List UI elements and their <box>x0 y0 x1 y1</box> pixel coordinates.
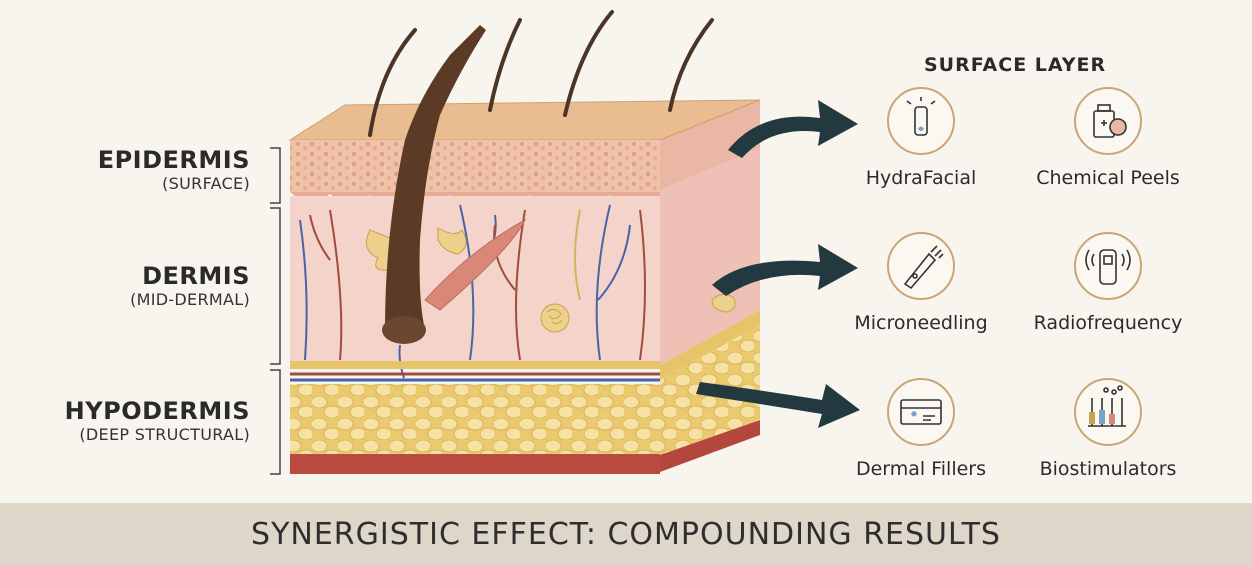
treatment-name: Dermal Fillers <box>855 458 987 480</box>
hair-follicle <box>382 25 486 379</box>
layer-name: DERMIS <box>142 262 250 290</box>
treatment-microneedling: Microneedling <box>821 232 1021 334</box>
dermis-label: DERMIS (MID-DERMAL) <box>130 262 250 310</box>
treatment-name: HydraFacial <box>865 167 977 189</box>
dermis-layer <box>290 196 660 361</box>
arrector-muscle <box>424 218 527 311</box>
glands <box>365 227 736 333</box>
treatment-name: Radiofrequency <box>1033 312 1183 334</box>
muscle-layer <box>290 454 660 474</box>
treatment-dermal-fillers: Dermal Fillers <box>821 378 1021 480</box>
hypodermis-label: HYPODERMIS (DEEP STRUCTURAL) <box>65 397 250 445</box>
blood-vessels <box>299 204 646 361</box>
epidermis-layer <box>290 140 660 192</box>
layer-depth: (SURFACE) <box>162 174 250 193</box>
skin-top-surface <box>288 99 761 141</box>
layer-name: HYPODERMIS <box>64 397 250 425</box>
section-title: SURFACE LAYER <box>924 54 1107 76</box>
layer-name: EPIDERMIS <box>97 146 250 174</box>
epidermis-label: EPIDERMIS (SURFACE) <box>98 146 250 194</box>
treatment-biostimulators: Biostimulators <box>1008 378 1208 480</box>
icon-ring <box>887 378 955 446</box>
treatment-name: Chemical Peels <box>1036 167 1180 189</box>
treatment-name: Biostimulators <box>1039 458 1177 480</box>
treatment-hydrafacial: HydraFacial <box>821 87 1021 189</box>
treatment-name: Microneedling <box>854 312 988 334</box>
icon-ring <box>887 87 955 155</box>
skin-block-side <box>660 100 760 472</box>
hypodermis-layer <box>290 384 660 454</box>
footer-text: SYNERGISTIC EFFECT: COMPOUNDING RESULTS <box>251 517 1001 552</box>
footer-banner: SYNERGISTIC EFFECT: COMPOUNDING RESULTS <box>0 503 1252 566</box>
icon-ring <box>1074 232 1142 300</box>
layer-depth: (MID-DERMAL) <box>130 290 250 309</box>
layer-brackets <box>270 147 281 475</box>
icon-ring <box>1074 378 1142 446</box>
icon-ring <box>1074 87 1142 155</box>
icon-ring <box>887 232 955 300</box>
layer-depth: (DEEP STRUCTURAL) <box>79 425 250 444</box>
treatment-chemical-peels: Chemical Peels <box>1008 87 1208 189</box>
surface-hairs <box>368 10 714 137</box>
treatment-radiofrequency: Radiofrequency <box>1008 232 1208 334</box>
